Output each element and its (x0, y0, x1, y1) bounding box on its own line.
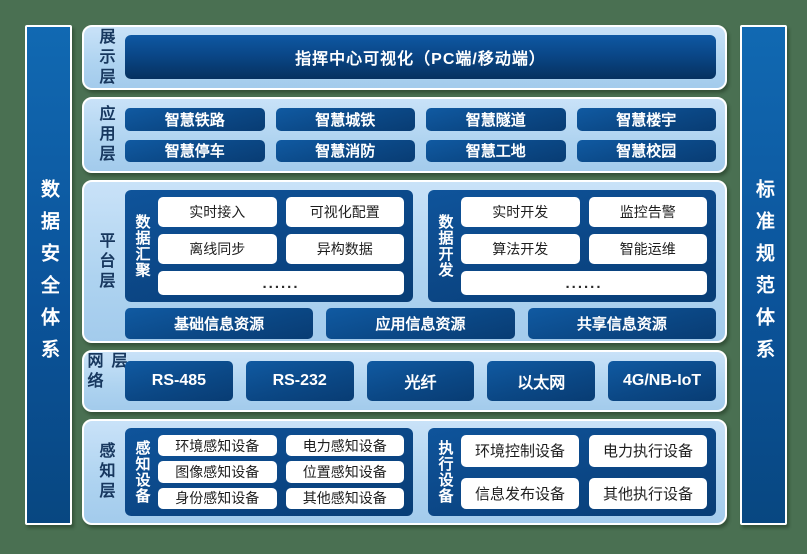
command-center-box: 指挥中心可视化（PC端/移动端） (125, 35, 716, 79)
group-data-aggregation-label: 数据汇聚 (133, 214, 151, 278)
network-grid: RS-485 RS-232 光纤 以太网 4G/NB-IoT (125, 361, 716, 401)
app-box-smart-tunnel: 智慧隧道 (426, 108, 566, 131)
panel-network-layer: 网络层 RS-485 RS-232 光纤 以太网 4G/NB-IoT (82, 350, 727, 412)
resource-row: 基础信息资源 应用信息资源 共享信息资源 (125, 308, 716, 339)
perception-layer-label: 感知层 (96, 442, 114, 502)
net-box-ethernet: 以太网 (487, 361, 596, 401)
plat-box-realtime-dev: 实时开发 (461, 197, 580, 227)
group-execution-devices-label: 执行设备 (436, 440, 454, 504)
perception-groups: 感知设备 环境感知设备 电力感知设备 图像感知设备 位置感知设备 身份感知设备 … (125, 428, 716, 516)
group-data-aggregation-grid: 实时接入 可视化配置 离线同步 异构数据 ...... (158, 197, 404, 295)
app-box-smart-construction: 智慧工地 (426, 139, 566, 162)
sense-box-environment: 环境感知设备 (158, 435, 277, 457)
res-box-basic-info: 基础信息资源 (125, 308, 314, 339)
net-box-fiber: 光纤 (366, 361, 475, 401)
plat-box-more-development: ...... (461, 271, 707, 295)
plat-box-intelligent-ops: 智能运维 (588, 234, 707, 264)
app-box-smart-railway: 智慧铁路 (125, 108, 265, 131)
platform-layer-label: 平台层 (96, 231, 114, 292)
panel-perception-layer: 感知层 感知设备 环境感知设备 电力感知设备 图像感知设备 位置感知设备 身份感… (82, 419, 727, 525)
res-box-shared-info: 共享信息资源 (527, 308, 716, 339)
panel-application-layer: 应用层 智慧铁路 智慧城铁 智慧隧道 智慧楼宇 智慧停车 智慧消防 智慧工地 智… (82, 97, 727, 173)
exec-box-other-execution: 其他执行设备 (589, 477, 707, 509)
app-box-smart-building: 智慧楼宇 (576, 108, 716, 131)
exec-box-environment-control: 环境控制设备 (461, 435, 579, 467)
plat-box-visual-config: 可视化配置 (285, 197, 404, 227)
network-layer-label: 网络层 (84, 352, 126, 392)
plat-box-heterogeneous-data: 异构数据 (285, 234, 404, 264)
plat-box-algorithm-dev: 算法开发 (461, 234, 580, 264)
group-execution-devices-grid: 环境控制设备 电力执行设备 信息发布设备 其他执行设备 (461, 435, 707, 509)
plat-box-offline-sync: 离线同步 (158, 234, 277, 264)
display-layer-label: 展示层 (96, 27, 114, 88)
net-box-rs232: RS-232 (245, 361, 354, 401)
sense-box-location: 位置感知设备 (285, 461, 404, 483)
net-box-rs485: RS-485 (125, 361, 233, 401)
app-box-smart-parking: 智慧停车 (125, 139, 265, 162)
sense-box-image: 图像感知设备 (158, 461, 277, 483)
app-box-smart-firefighting: 智慧消防 (275, 139, 415, 162)
app-box-smart-metro: 智慧城铁 (275, 108, 415, 131)
panel-display-layer: 展示层 指挥中心可视化（PC端/移动端） (82, 25, 727, 90)
group-sensing-devices-label: 感知设备 (133, 440, 151, 504)
platform-groups: 数据汇聚 实时接入 可视化配置 离线同步 异构数据 ...... 数据开发 实时… (125, 190, 716, 302)
pillar-standards: 标准规范体系 (740, 25, 787, 525)
sense-box-other: 其他感知设备 (285, 487, 404, 509)
group-data-development: 数据开发 实时开发 监控告警 算法开发 智能运维 ...... (428, 190, 716, 302)
sense-box-identity: 身份感知设备 (158, 487, 277, 509)
sense-box-power: 电力感知设备 (285, 435, 404, 457)
plat-box-monitor-alert: 监控告警 (588, 197, 707, 227)
group-sensing-devices: 感知设备 环境感知设备 电力感知设备 图像感知设备 位置感知设备 身份感知设备 … (125, 428, 413, 516)
panel-platform-layer: 平台层 数据汇聚 实时接入 可视化配置 离线同步 异构数据 ...... 数据开… (82, 180, 727, 343)
net-box-4g-nbiot: 4G/NB-IoT (608, 361, 716, 401)
group-data-development-label: 数据开发 (436, 214, 454, 278)
application-layer-label: 应用层 (96, 105, 114, 165)
exec-box-info-publishing: 信息发布设备 (461, 477, 579, 509)
exec-box-power-execution: 电力执行设备 (589, 435, 707, 467)
group-execution-devices: 执行设备 环境控制设备 电力执行设备 信息发布设备 其他执行设备 (428, 428, 716, 516)
res-box-application-info: 应用信息资源 (326, 308, 515, 339)
group-data-development-grid: 实时开发 监控告警 算法开发 智能运维 ...... (461, 197, 707, 295)
pillar-data-security: 数据安全体系 (25, 25, 72, 525)
plat-box-more-aggregation: ...... (158, 271, 404, 295)
application-grid: 智慧铁路 智慧城铁 智慧隧道 智慧楼宇 智慧停车 智慧消防 智慧工地 智慧校园 (125, 108, 716, 162)
plat-box-realtime-access: 实时接入 (158, 197, 277, 227)
app-box-smart-campus: 智慧校园 (576, 139, 716, 162)
group-data-aggregation: 数据汇聚 实时接入 可视化配置 离线同步 异构数据 ...... (125, 190, 413, 302)
group-sensing-devices-grid: 环境感知设备 电力感知设备 图像感知设备 位置感知设备 身份感知设备 其他感知设… (158, 435, 404, 509)
